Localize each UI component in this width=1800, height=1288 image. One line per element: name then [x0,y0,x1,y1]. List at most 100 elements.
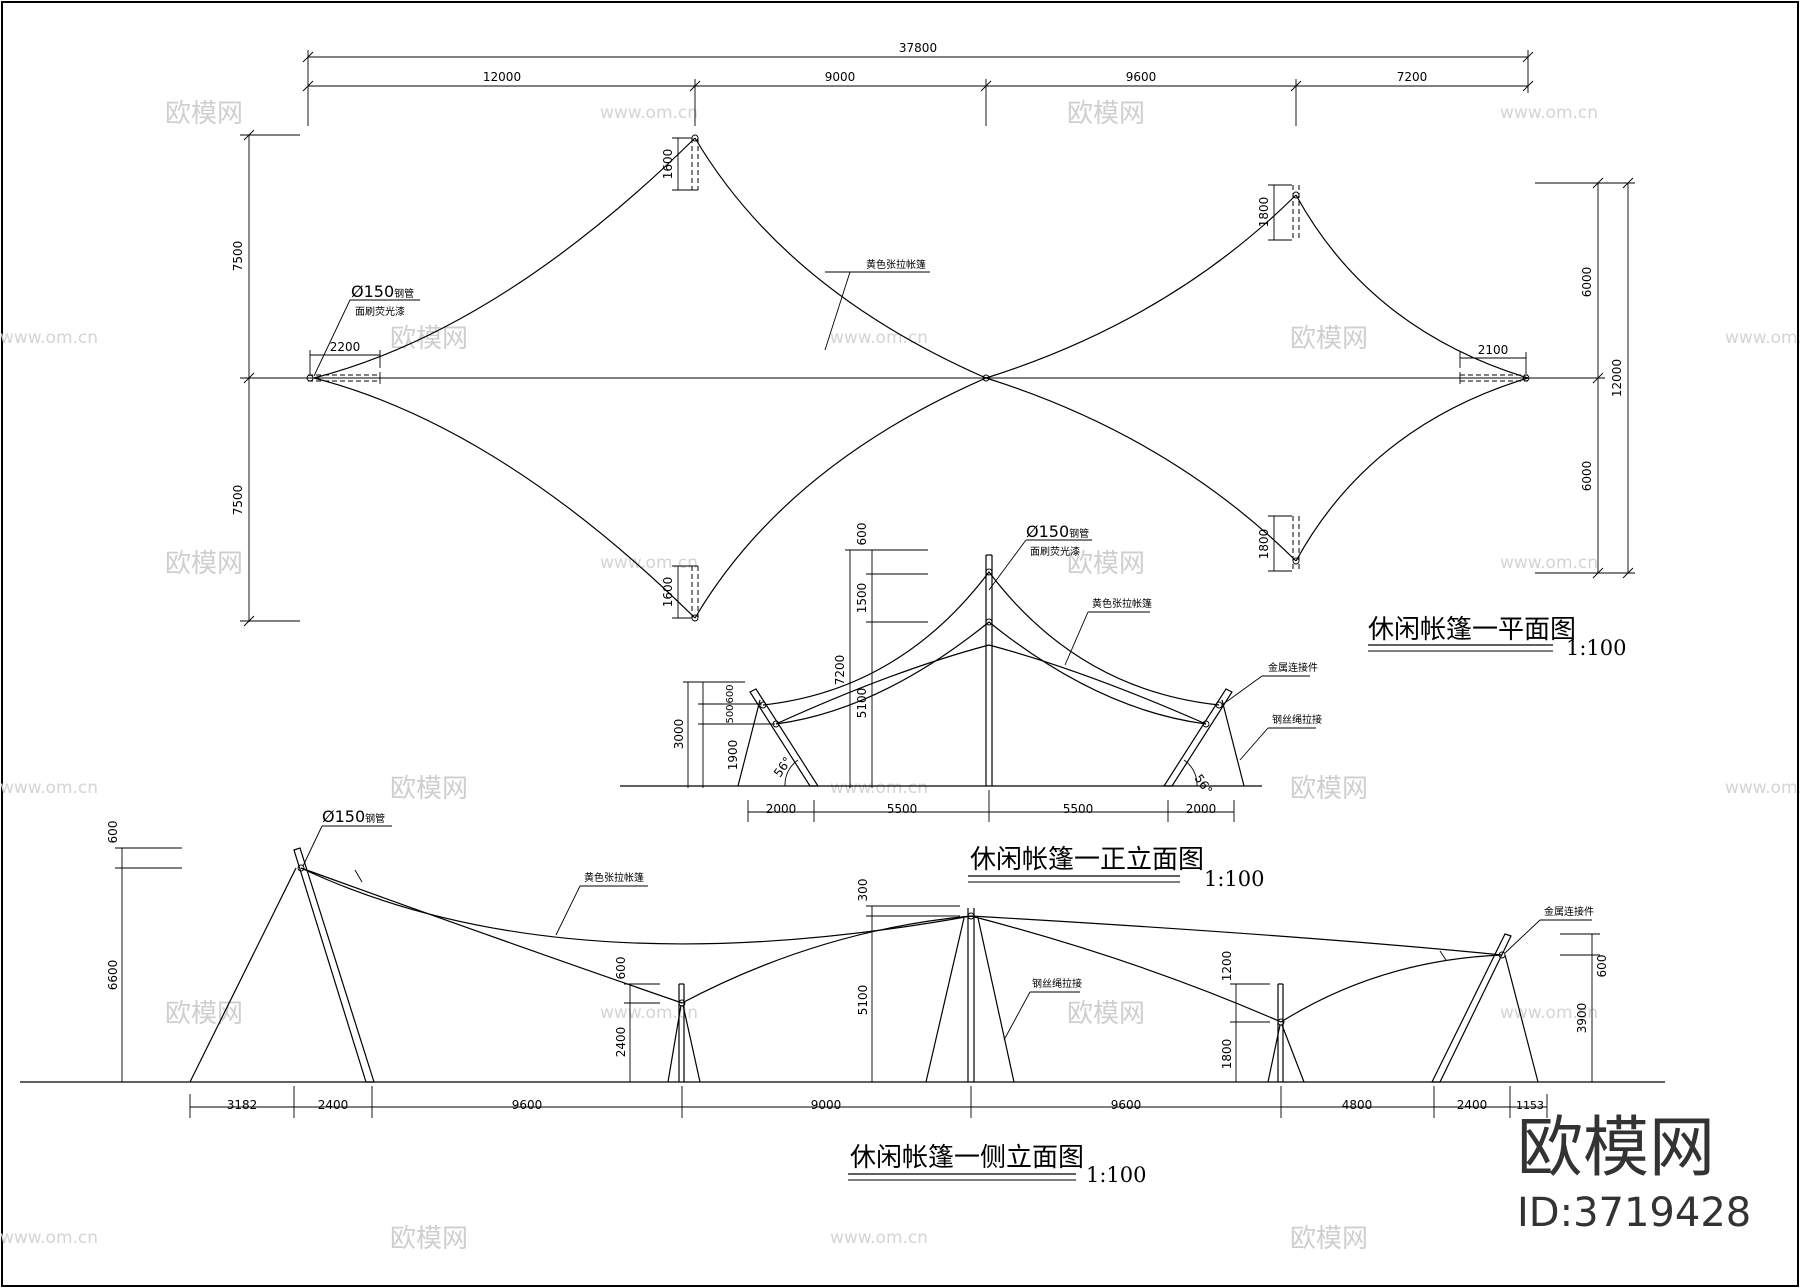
watermark-brand: 欧模网 [390,324,468,354]
watermark-url: www.om.cn [0,328,98,348]
side-title: 休闲帐篷一侧立面图 [850,1143,1084,1173]
watermark-brand: 欧模网 [1290,324,1368,354]
membrane-note: 黄色张拉帐篷 [584,871,644,884]
dim-label: 12000 [1610,359,1624,397]
pipe-label: Ø150钢管 [351,282,414,301]
dim-label: 6000 [1580,461,1594,492]
watermark-url: www.om.cn [830,328,928,348]
angle-label: 56° [1192,772,1216,797]
dim-label: 7500 [231,485,245,516]
brand-logo: 欧模网 ID:3719428 [1517,1109,1751,1236]
dim-label: 2400 [1457,1098,1488,1112]
membrane-edge [985,377,1297,562]
dim-label: 37800 [899,41,937,55]
watermark-url: www.om.cn [1500,1003,1598,1023]
watermark-brand: 欧模网 [165,99,243,129]
dim-label: 2000 [1186,802,1217,816]
watermark-url: www.om.cn [0,778,98,798]
membrane-note: 黄色张拉帐篷 [1092,597,1152,610]
watermark-url: www.om.cn [0,1228,98,1248]
dim-label: 1600 [661,149,675,180]
side-elevation: 600 6600 600 2400 300 5100 1200 1800 600… [20,807,1665,1187]
dim-label: 1800 [1257,529,1271,560]
dim-label: 1153 [1516,1099,1544,1112]
plan-title: 休闲帐篷一平面图 [1368,615,1576,645]
watermark-url: www.om.cn [1500,553,1598,573]
watermark-brand: 欧模网 [165,999,243,1029]
cable-note: 钢丝绳拉接 [1032,977,1082,990]
dim-label: 2400 [614,1027,628,1058]
watermark-brand: 欧模网 [1067,549,1145,579]
dim-label: 7500 [231,241,245,272]
dim-label: 7200 [833,655,847,686]
dim-label: 1500 [855,583,869,614]
watermark-brand: 欧模网 [390,1224,468,1254]
dim-label: 600 [855,523,869,546]
dim-label: 500 [725,704,736,723]
dim-label: 6000 [1580,267,1594,298]
watermark-brand: 欧模网 [1290,774,1368,804]
watermark-brand: 欧模网 [1067,99,1145,129]
dim-label: 4800 [1342,1098,1373,1112]
dim-label: 600 [106,821,120,844]
membrane-edge [985,194,1297,379]
dim-label: 3182 [227,1098,258,1112]
dim-label: 1800 [1220,1039,1234,1070]
dim-label: 2400 [318,1098,349,1112]
membrane-edge [1295,194,1529,379]
dim-label: 12000 [483,70,521,84]
membrane-edge [694,137,987,379]
watermarks: 欧模网 欧模网 欧模网 欧模网 欧模网 欧模网 欧模网 欧模网 欧模网 欧模网 … [0,99,1800,1254]
watermark-brand: 欧模网 [165,549,243,579]
watermark-url: www.om.cn [1500,103,1598,123]
pipe-note: 面刷荧光漆 [1030,545,1080,558]
side-scale: 1:100 [1086,1163,1147,1187]
dim-label: 3900 [1575,1003,1589,1034]
dim-label: 1900 [726,740,740,771]
dim-label: 300 [856,879,870,902]
watermark-brand: 欧模网 [1290,1224,1368,1254]
dim-label: 1200 [1220,951,1234,982]
dim-label: 5500 [887,802,918,816]
dim-label: 9600 [512,1098,543,1112]
cable-note: 钢丝绳拉接 [1272,713,1322,726]
membrane-edge [313,377,696,619]
watermark-url: www.om.cn [600,553,698,573]
pipe-note: 面刷荧光漆 [355,305,405,318]
dim-label: 600 [614,957,628,980]
front-elevation: 56° 56° 3000 1900 500 600 7200 5100 1500… [620,522,1322,891]
dim-label: 2200 [330,340,361,354]
dim-label: 2100 [1478,343,1509,357]
watermark-url: www.om.cn [1725,328,1800,348]
watermark-brand: 欧模网 [1067,999,1145,1029]
dim-label: 9600 [1111,1098,1142,1112]
watermark-brand: 欧模网 [390,774,468,804]
pipe-label: Ø150钢管 [1026,522,1089,541]
membrane-edge [313,137,696,379]
dim-label: 9000 [825,70,856,84]
dim-label: 600 [725,684,736,703]
watermark-url: www.om.cn [830,1228,928,1248]
dim-label: 5100 [855,688,869,719]
dim-label: 600 [1595,955,1609,978]
dim-label: 6600 [106,960,120,991]
dim-label: 5100 [856,985,870,1016]
watermark-url: www.om.cn [600,1003,698,1023]
dim-label: 1800 [1257,197,1271,228]
dim-label: 1600 [661,577,675,608]
dim-label: 3000 [672,719,686,750]
membrane-note: 黄色张拉帐篷 [866,258,926,271]
logo-id: ID:3719428 [1517,1190,1751,1236]
watermark-url: www.om.cn [1725,778,1800,798]
connector-note: 金属连接件 [1544,905,1594,918]
connector-note: 金属连接件 [1268,661,1318,674]
angle-label: 56° [771,754,795,779]
dim-label: 7200 [1397,70,1428,84]
dim-label: 2000 [766,802,797,816]
plan-scale: 1:100 [1566,636,1627,660]
front-title: 休闲帐篷一正立面图 [970,845,1204,875]
membrane-edge [1295,377,1529,562]
watermark-url: www.om.cn [830,778,928,798]
